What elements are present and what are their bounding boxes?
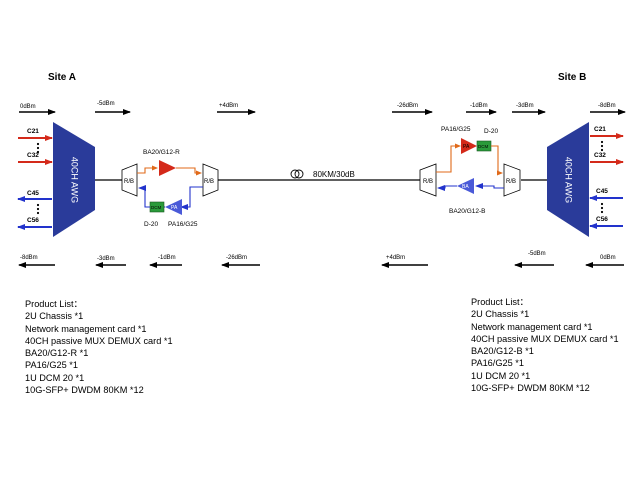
bottom-level-arrows: -8dBm -3dBm -1dBm -26dBm +4dBm -5dBm 0dB… bbox=[18, 251, 624, 268]
product-item: PA16/G25 *1 bbox=[471, 358, 524, 369]
level-label: -8dBm bbox=[598, 103, 616, 109]
pre-amp-triangle bbox=[165, 199, 182, 215]
fiber-link: 80KM/30dB bbox=[218, 169, 420, 181]
site-b-product-list: Product List： 2U Chassis *1 Network mana… bbox=[471, 296, 619, 394]
site-a-awg: 40CH AWG bbox=[53, 122, 95, 237]
channel-label: C32 bbox=[594, 152, 606, 159]
site-a-rb-left: R/B bbox=[121, 163, 138, 197]
product-item: BA20/G12-R *1 bbox=[25, 348, 89, 359]
pre-amp-label: PA16/G25 bbox=[168, 221, 198, 228]
boost-amp-triangle bbox=[457, 178, 474, 194]
rb-label: R/B bbox=[124, 179, 134, 185]
level-label: -26dBm bbox=[226, 255, 247, 261]
ba-short-label: BA bbox=[462, 184, 469, 190]
site-b-channels: C21 C32 C45 C56 bbox=[589, 126, 624, 229]
product-heading: Product List： bbox=[25, 299, 83, 309]
product-item: 40CH passive MUX DEMUX card *1 bbox=[25, 335, 173, 346]
pa-short-label: PA bbox=[463, 144, 470, 150]
level-label: 0dBm bbox=[20, 104, 36, 110]
dcm-label: D-20 bbox=[144, 221, 158, 228]
level-label: -3dBm bbox=[516, 103, 534, 109]
product-item: 10G-SFP+ DWDM 80KM *12 bbox=[471, 383, 590, 394]
channel-label: C21 bbox=[594, 126, 606, 133]
channel-label: C56 bbox=[596, 216, 608, 223]
product-heading: Product List： bbox=[471, 297, 529, 307]
product-item: 40CH passive MUX DEMUX card *1 bbox=[471, 333, 619, 344]
dcm-short-label: DCM bbox=[151, 205, 161, 210]
site-b-title: Site B bbox=[558, 72, 586, 83]
level-label: -1dBm bbox=[470, 103, 488, 109]
site-a-rb-right: R/B bbox=[202, 163, 219, 197]
channel-label: C45 bbox=[27, 190, 39, 197]
site-b-awg: 40CH AWG bbox=[547, 122, 589, 237]
channel-label: C21 bbox=[27, 128, 39, 135]
channel-label: C56 bbox=[27, 217, 39, 224]
site-b-pre-path: PA DCM PA16/G25 D-20 bbox=[436, 126, 503, 176]
site-b-rb-left: R/B bbox=[419, 163, 437, 197]
channel-label: C45 bbox=[596, 188, 608, 195]
level-label: +4dBm bbox=[386, 255, 405, 261]
link-label: 80KM/30dB bbox=[313, 170, 355, 179]
product-item: 2U Chassis *1 bbox=[25, 311, 84, 322]
rb-label: R/B bbox=[506, 179, 516, 185]
product-item: 1U DCM 20 *1 bbox=[471, 370, 531, 381]
site-b-boost-path: BA BA20/G12-B bbox=[437, 178, 504, 215]
awg-label: 40CH AWG bbox=[70, 157, 80, 203]
site-a-boost-path: BA20/G12-R bbox=[137, 149, 202, 176]
boost-amp-triangle bbox=[159, 160, 176, 176]
site-a-channels: C21 C32 C45 C56 bbox=[17, 128, 53, 230]
pre-amp-triangle bbox=[461, 138, 477, 154]
product-item: 10G-SFP+ DWDM 80KM *12 bbox=[25, 385, 144, 396]
product-item: BA20/G12-B *1 bbox=[471, 346, 534, 357]
site-a-pre-path: PA DCM D-20 PA16/G25 bbox=[138, 185, 203, 228]
dcm-label: D-20 bbox=[484, 128, 498, 135]
site-b-rb-right: R/B bbox=[503, 163, 521, 197]
level-label: -5dBm bbox=[97, 101, 115, 107]
dcm-short-label: DCM bbox=[478, 144, 488, 149]
boost-amp-label: BA20/G12-B bbox=[449, 208, 486, 215]
awg-label: 40CH AWG bbox=[564, 157, 574, 203]
pa-short-label: PA bbox=[171, 205, 178, 211]
product-item: PA16/G25 *1 bbox=[25, 360, 78, 371]
level-label: 0dBm bbox=[600, 255, 616, 261]
site-a-title: Site A bbox=[48, 72, 76, 83]
rb-label: R/B bbox=[423, 179, 433, 185]
pre-amp-label: PA16/G25 bbox=[441, 126, 471, 133]
level-label: -26dBm bbox=[397, 103, 418, 109]
product-item: 2U Chassis *1 bbox=[471, 309, 530, 320]
site-a-product-list: Product List： 2U Chassis *1 Network mana… bbox=[25, 298, 173, 396]
product-item: 1U DCM 20 *1 bbox=[25, 372, 85, 383]
level-label: -5dBm bbox=[528, 251, 546, 257]
level-label: -3dBm bbox=[97, 256, 115, 262]
boost-amp-label: BA20/G12-R bbox=[143, 149, 180, 156]
level-label: -1dBm bbox=[158, 255, 176, 261]
product-item: Network management card *1 bbox=[25, 323, 147, 334]
channel-label: C32 bbox=[27, 152, 39, 159]
level-label: +4dBm bbox=[219, 103, 238, 109]
level-label: -8dBm bbox=[20, 255, 38, 261]
top-level-arrows: 0dBm -5dBm +4dBm -26dBm -1dBm -3dBm -8dB… bbox=[19, 101, 626, 115]
rb-label: R/B bbox=[204, 179, 214, 185]
product-item: Network management card *1 bbox=[471, 321, 593, 332]
